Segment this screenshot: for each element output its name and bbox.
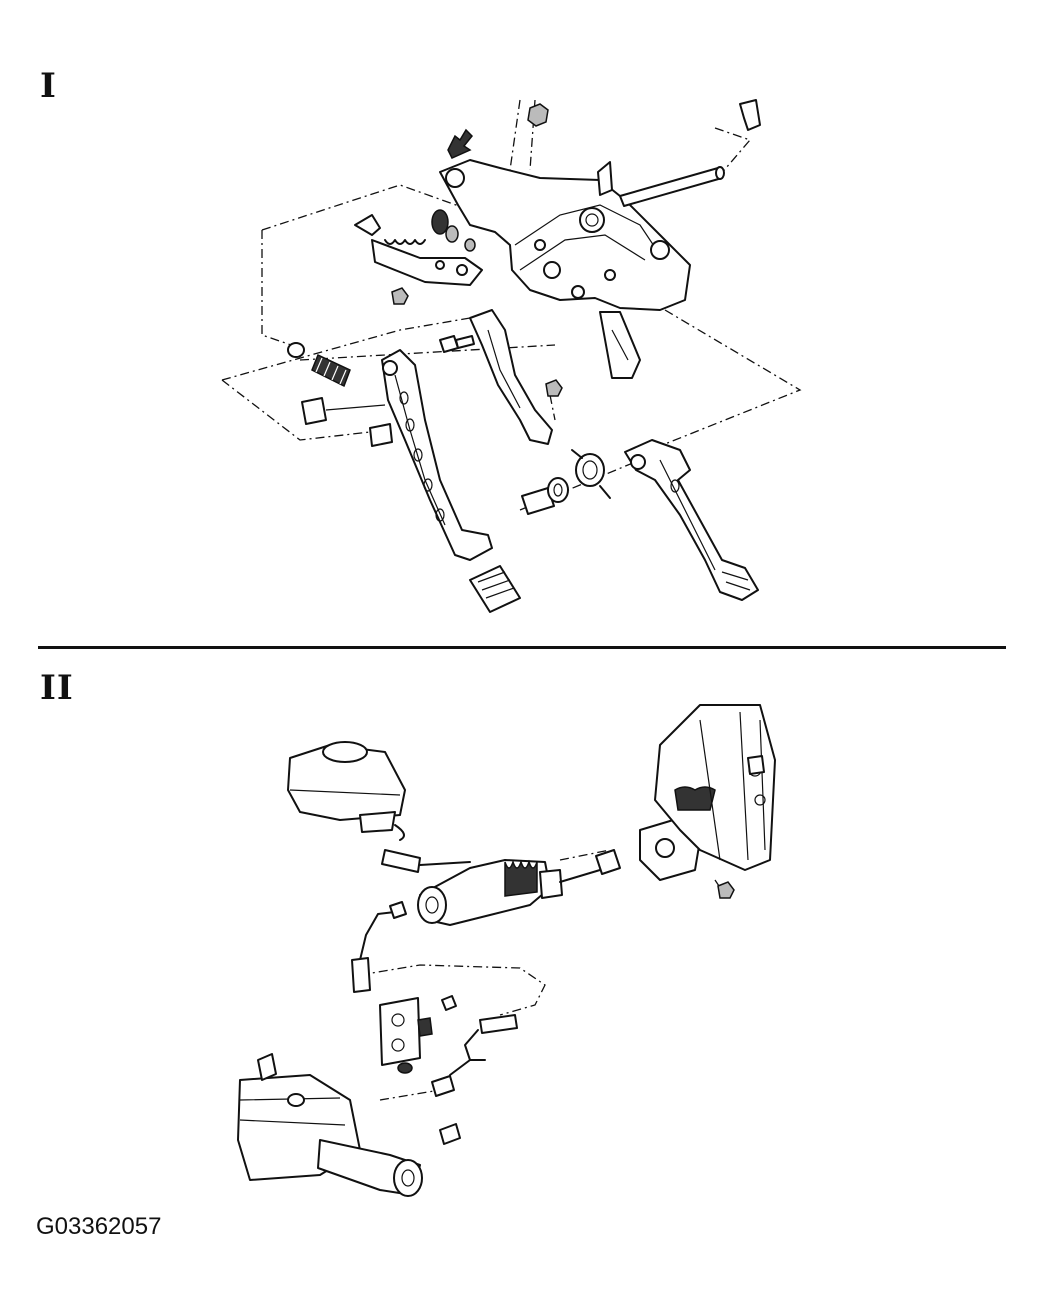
pushrod-connector (595, 849, 621, 875)
bracket-nut (717, 881, 735, 899)
pedal-pad (469, 565, 521, 613)
line-bracket (379, 995, 457, 1074)
fluid-reservoir (287, 741, 406, 833)
small-nut (391, 287, 409, 305)
clutch-spring-assembly (354, 214, 483, 286)
section-label-i: I (40, 66, 57, 106)
clutch-hydraulic-line (351, 901, 407, 993)
clutch-master-cylinder (417, 859, 601, 926)
top-nut (527, 103, 549, 127)
pedal-arm (469, 309, 553, 445)
supply-hose (381, 824, 471, 873)
clutch-pedal (381, 349, 493, 561)
section-divider (38, 646, 1006, 649)
pedal-assembly-exploded-view (221, 99, 802, 613)
retaining-clip (739, 99, 761, 131)
assembly-guide-lines-ii (359, 849, 726, 1101)
assembly-guide-lines (221, 99, 802, 511)
slave-cylinder-hose (449, 1014, 518, 1076)
pivot-bushing (521, 477, 569, 515)
coil-spring (431, 209, 476, 252)
bleeder-bolt (431, 1075, 461, 1145)
nut (545, 379, 563, 397)
torsion-spring (571, 449, 611, 499)
figure-code: G03362057 (36, 1213, 162, 1240)
return-spring (311, 353, 351, 388)
pedal-switch (301, 397, 393, 447)
brake-pedal (624, 439, 759, 601)
pedal-bracket (439, 159, 691, 379)
bushing (287, 342, 305, 358)
pivot-shaft (619, 166, 725, 207)
pointer-arrow-icon (447, 128, 474, 159)
pedal-box-bulkhead (654, 704, 776, 871)
section-label-ii: II (40, 668, 74, 708)
clutch-hydraulic-system-view (237, 704, 776, 1197)
pivot-bolt (439, 335, 475, 353)
clutch-slave-cylinder (317, 1139, 423, 1197)
